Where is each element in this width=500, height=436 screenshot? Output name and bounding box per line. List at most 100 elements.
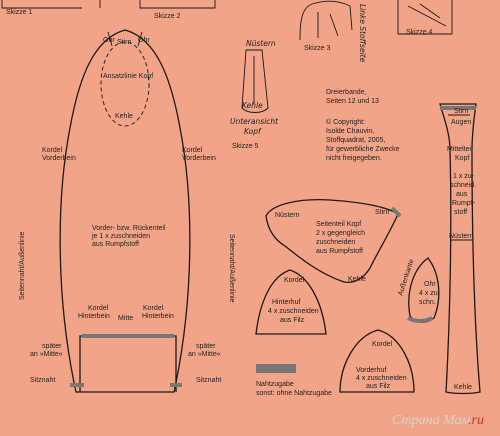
side-stirn: Stirn <box>375 209 390 216</box>
instructions-3: aus Rumpfstoff <box>92 241 139 248</box>
sketch-4-label: Skizze 4 <box>406 29 433 36</box>
sketch-3-note: Linke Stoffseite <box>358 4 367 63</box>
side-nuestern: Nüstern <box>275 212 300 219</box>
head-center-piece: Stirn Augen Mittelteil Kopf 1 x zu- schn… <box>439 103 481 395</box>
kordel-vorderbein-left-2: Vorderbein <box>42 155 76 162</box>
center-text-8: stoff <box>454 209 467 216</box>
body-piece: Ohr Ohr Stirn Ansatzlinie Kopf Kehle Kor… <box>19 29 235 393</box>
side-text-4: aus Rumpfstoff <box>316 248 363 255</box>
seitennaht-left: Seitennaht/Außenlinie <box>19 231 26 300</box>
center-text-4: 1 x zu- <box>453 173 475 180</box>
center-text-7: Rumpf- <box>452 200 476 207</box>
center-text-6: aus <box>456 191 468 198</box>
center-kehle: Kehle <box>454 384 472 391</box>
sitznaht-left: Sitznaht <box>30 377 55 384</box>
ear-text-1: Ohr <box>424 281 436 288</box>
rear-hoof-piece: Kordel Hinterhuf 4 x zuschneiden aus Fil… <box>255 269 327 335</box>
legend-nahtzugabe: Nahtzugabe <box>256 381 294 388</box>
rear-hoof-kordel: Kordel <box>284 277 305 284</box>
sketch-4-frame <box>397 0 453 35</box>
body-outline <box>59 29 191 393</box>
copyright-line-7: für gewerbliche Zwecke <box>326 146 400 153</box>
copyright-line-5: Isolde Chauvin, <box>326 128 374 135</box>
spaeter-right-2: an »Mitte« <box>188 351 221 358</box>
sketch-5-unteransicht: Unteransicht <box>230 117 279 126</box>
spaeter-right-1: später <box>196 343 216 350</box>
ear-seam <box>407 316 433 323</box>
front-hoof-text-2: 4 x zuschneiden <box>356 375 407 382</box>
instructions-1: Vorder- bzw. Rückenteil <box>92 225 166 232</box>
kordel-vorderbein-right-1: Kordel <box>182 147 203 154</box>
spaeter-left-2: an »Mitte« <box>30 351 63 358</box>
rear-hoof-text-3: aus Filz <box>280 317 305 324</box>
sketch-3-label: Skizze 3 <box>304 45 331 52</box>
sketch-5-kopf: Kopf <box>244 127 262 136</box>
spaeter-left-1: später <box>42 343 62 350</box>
side-text-2: 2 x gegengleich <box>316 230 365 237</box>
legend: Nahtzugabe sonst: ohne Nahtzugabe <box>256 364 332 397</box>
front-hoof-text-1: Vorderhuf <box>356 367 386 374</box>
center-nuestern: Nüstern <box>449 233 474 240</box>
sketch-2-label: Skizze 2 <box>154 13 181 20</box>
sketch-4-drawing <box>407 3 447 27</box>
sketch-2-frame <box>139 0 216 9</box>
watermark-site: Страна Мам <box>392 413 471 428</box>
sketch-5-label: Skizze 5 <box>232 143 259 150</box>
center-text-1: Mittelteil <box>447 146 473 153</box>
kehle: Kehle <box>115 113 133 120</box>
watermark: Страна Мам .ru <box>392 413 484 428</box>
ansatzlinie: Ansatzlinie Kopf <box>103 73 153 80</box>
copyright-line-2: Seiten 12 und 13 <box>326 98 379 105</box>
copyright-line-1: Dreierbande, <box>326 89 367 96</box>
rear-hoof-text-2: 4 x zuschneiden <box>268 308 319 315</box>
ear-marks <box>107 31 143 47</box>
ear-text-3: schn. <box>419 299 436 306</box>
instructions-2: je 1 x zuschneiden <box>91 233 150 240</box>
ear-text-2: 4 x zu- <box>419 290 441 297</box>
kordel-vorderbein-left-1: Kordel <box>42 147 63 154</box>
head-center-outline <box>439 103 481 395</box>
sketch-3-drawing <box>299 0 353 41</box>
center-text-2: Kopf <box>455 155 469 162</box>
copyright-line-4: © Copyright: <box>326 118 365 126</box>
side-text-1: Seitenteil Kopf <box>316 221 361 228</box>
sketch-1-label: Skizze 1 <box>6 9 33 16</box>
head-attachment-line <box>100 41 150 127</box>
ear-piece: Außenkante Ohr 4 x zu- schn. <box>397 257 441 323</box>
legend-sonst: sonst: ohne Nahtzugabe <box>256 390 332 397</box>
center-augen: Augen <box>451 119 471 126</box>
kordel-hinterbein-left-2: Hinterbein <box>78 313 110 320</box>
side-text-3: zuschneiden <box>316 239 355 246</box>
sitznaht-right: Sitznaht <box>196 377 221 384</box>
front-hoof-text-3: aus Filz <box>366 383 391 390</box>
copyright-line-6: Stoffquadrat, 2005, <box>326 137 385 144</box>
head-center-marks <box>448 114 472 241</box>
seam-swatch <box>256 364 296 373</box>
seitennaht-right: Seitennaht/Außenlinie <box>228 234 235 303</box>
rear-hoof-outline <box>255 269 327 335</box>
seam-allowance-sitz <box>70 334 182 387</box>
sketch-area: Skizze 1 Skizze 2 Skizze 3 Linke Stoffse… <box>1 0 453 150</box>
side-head-outline <box>265 198 399 284</box>
ohr-right: Ohr <box>138 37 150 44</box>
side-kehle: Kehle <box>348 276 366 283</box>
sketch-5-kehle: Kehle <box>242 101 263 110</box>
center-stirn: Stirn <box>454 108 469 115</box>
rear-hoof-text-1: Hinterhuf <box>272 299 300 306</box>
front-hoof-kordel: Kordel <box>372 341 393 348</box>
sketch-5-head <box>241 49 269 113</box>
sketch-1-frame <box>1 0 82 9</box>
front-hoof-piece: Kordel Vorderhuf 4 x zuschneiden aus Fil… <box>339 329 415 393</box>
sketch-5-nuestern: Nüstern <box>246 39 276 48</box>
sketch-3-detail <box>317 12 339 38</box>
body-inner-sitznaht <box>79 335 177 392</box>
side-head-seam <box>390 206 402 218</box>
stirn: Stirn <box>117 39 132 46</box>
watermark-domain: .ru <box>468 413 484 428</box>
copyright-line-8: nicht freigegeben. <box>326 155 382 162</box>
kordel-hinterbein-right-1: Kordel <box>143 305 164 312</box>
side-head-piece: Nüstern Stirn Kehle Seitenteil Kopf 2 x … <box>265 198 402 284</box>
kordel-hinterbein-left-1: Kordel <box>88 305 109 312</box>
mitte: Mitte <box>118 315 133 322</box>
